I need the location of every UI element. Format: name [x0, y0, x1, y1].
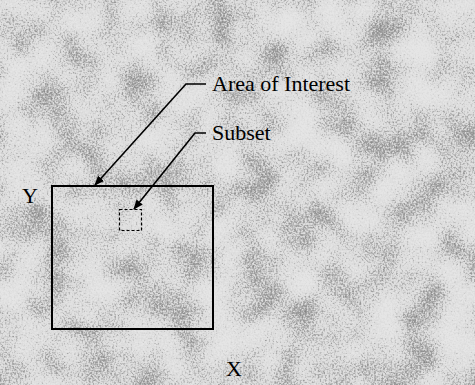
axis-label: Y: [22, 185, 38, 207]
region-label: Area of Interest: [212, 73, 350, 95]
subset-frame: [120, 210, 142, 231]
axis-label: X: [226, 358, 242, 380]
leader-line: [95, 84, 206, 185]
area-of-interest-frame: [52, 186, 213, 329]
leader-line: [134, 133, 206, 209]
region-label: Subset: [212, 122, 271, 144]
